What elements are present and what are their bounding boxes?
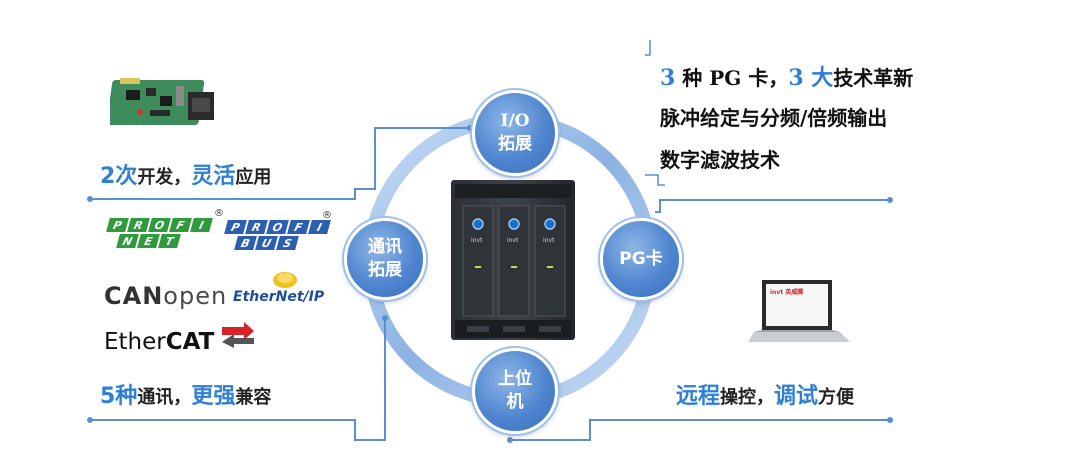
pg-feature-filter: 数字滤波技术 bbox=[660, 148, 780, 172]
logo-letter: R bbox=[127, 218, 150, 232]
logo-letter: O bbox=[148, 218, 171, 232]
logo-letter: R bbox=[245, 220, 268, 234]
pg-card-title: 3 种 PG 卡，3 大技术革新 bbox=[660, 65, 914, 91]
laptop-icon: invt 英威腾 bbox=[748, 280, 850, 342]
logo-letter: S bbox=[276, 236, 299, 250]
node-comm-expansion: 通讯 拓展 bbox=[344, 218, 426, 300]
line-left-bottom bbox=[90, 318, 386, 441]
pg-feature-pulse: 脉冲给定与分频/倍频输出 bbox=[660, 106, 888, 130]
logo-letter: B bbox=[234, 236, 257, 250]
logo-letter: E bbox=[137, 234, 160, 248]
logo-letter: P bbox=[106, 218, 129, 232]
logo-letter: F bbox=[287, 220, 310, 234]
logo-letter: T bbox=[158, 234, 181, 248]
headline-secondary-dev: 2次开发，灵活应用 bbox=[100, 164, 272, 189]
logo-letter: P bbox=[224, 220, 247, 234]
ethernetip-swoosh-icon bbox=[273, 272, 297, 288]
laptop-brand-label: invt 英威腾 bbox=[770, 288, 804, 296]
pcb-card-icon bbox=[110, 78, 214, 125]
logo-letter: F bbox=[169, 218, 192, 232]
logo-letter: N bbox=[116, 234, 139, 248]
logo-letter: U bbox=[255, 236, 278, 250]
canopen-logo: CANopen bbox=[104, 282, 228, 310]
node-pg-card: PG卡 bbox=[600, 218, 682, 300]
logo-letter: I bbox=[190, 218, 213, 232]
node-io-expansion: I/O 拓展 bbox=[472, 90, 558, 176]
svg-text:invt: invt bbox=[507, 237, 519, 244]
drive-device-image: invt invt invt bbox=[451, 180, 575, 340]
device-brand-label: invt bbox=[471, 237, 483, 244]
logo-letter: I bbox=[308, 220, 331, 234]
headline-remote-control: 远程操控，调试方便 bbox=[676, 384, 855, 409]
logo-letter: O bbox=[266, 220, 289, 234]
headline-communication: 5种通讯，更强兼容 bbox=[100, 384, 272, 409]
ethercat-logo: EtherCAT bbox=[104, 329, 215, 355]
svg-text:invt: invt bbox=[543, 237, 555, 244]
line-right-top-text bbox=[645, 174, 665, 186]
ethercat-arrows-icon bbox=[222, 322, 254, 348]
line-right-bottom bbox=[510, 419, 890, 441]
line-left-top bbox=[90, 127, 470, 200]
line-right-top bbox=[655, 199, 890, 213]
node-host-computer: 上位 机 bbox=[472, 348, 558, 434]
headline-number: 2次 bbox=[100, 164, 138, 189]
ethernetip-logo: EtherNet/IP bbox=[233, 289, 325, 305]
